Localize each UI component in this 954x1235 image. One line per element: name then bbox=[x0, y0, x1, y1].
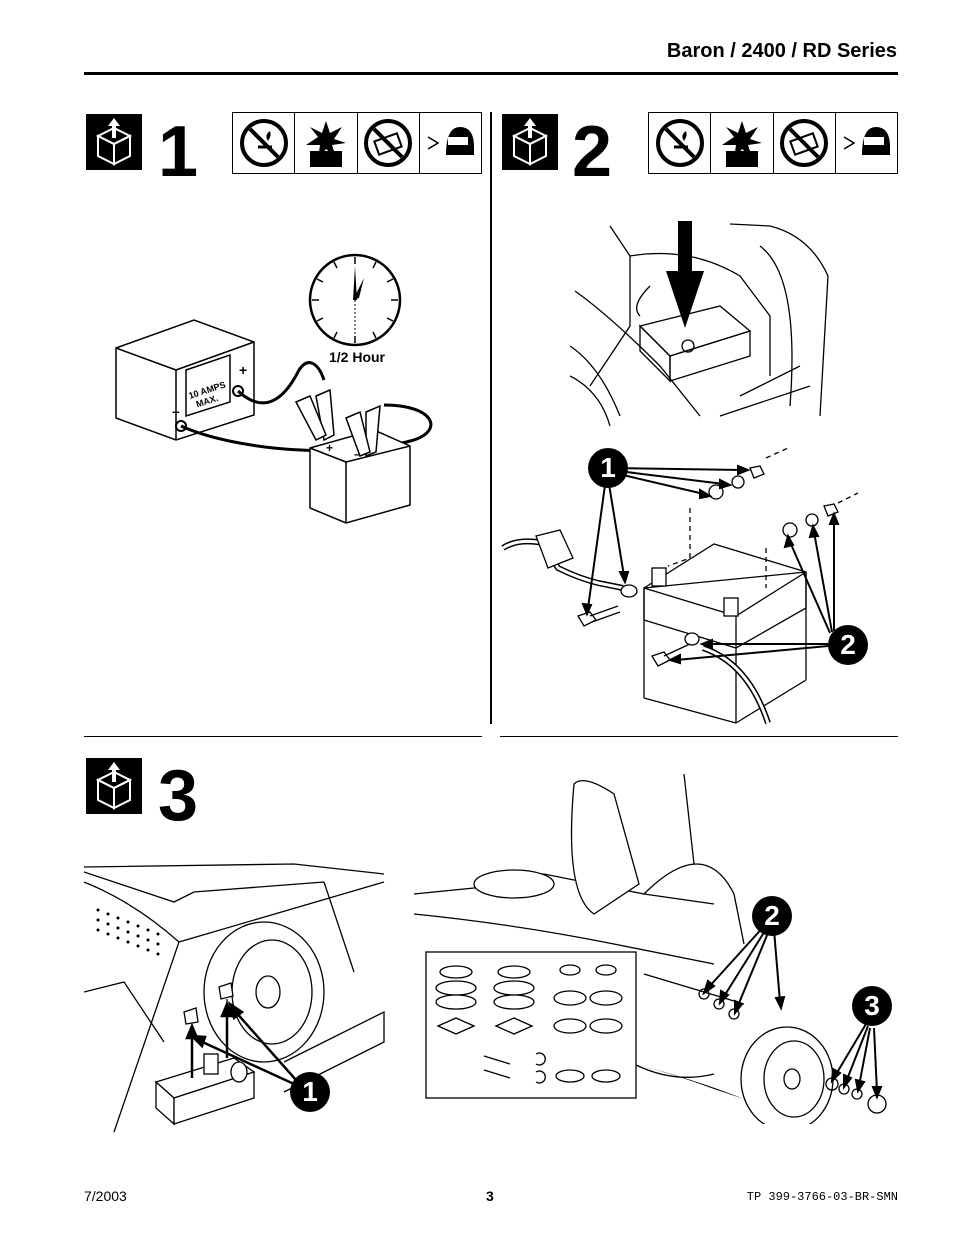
clock-icon bbox=[308, 253, 402, 347]
battery-hardware-exploded-view bbox=[501, 448, 859, 724]
charger-minus-label: – bbox=[172, 403, 180, 419]
battery-charging-illustration: 1/2 Hour 10 AMPS MAX. + – + – bbox=[115, 253, 433, 524]
step-3-callout-2: 2 bbox=[752, 896, 792, 936]
series-title: Baron / 2400 / RD Series bbox=[666, 40, 897, 62]
eye-protection-icon bbox=[836, 113, 897, 173]
step-2-callout-1: 1 bbox=[588, 448, 628, 488]
header-rule bbox=[84, 72, 898, 75]
page-number: 3 bbox=[486, 1188, 494, 1204]
no-flame-icon bbox=[649, 113, 712, 173]
no-tipping-battery-icon bbox=[358, 113, 420, 173]
horizontal-divider-left bbox=[84, 736, 482, 737]
tractor-wheel-installation-illustration bbox=[414, 774, 887, 1124]
charger-plus-label: + bbox=[239, 362, 247, 378]
horizontal-divider-right bbox=[500, 736, 898, 737]
wheel-mount-closeup bbox=[84, 863, 385, 1133]
explosion-icon bbox=[711, 113, 774, 173]
battery: + – bbox=[309, 429, 411, 524]
battery-charger: 10 AMPS MAX. + – bbox=[115, 319, 255, 441]
battery-location-illustration bbox=[570, 221, 829, 427]
positive-cable bbox=[236, 361, 326, 405]
footer-date: 7/2003 bbox=[84, 1188, 127, 1204]
step-2-number: 2 bbox=[572, 112, 613, 192]
step-1-number: 1 bbox=[158, 112, 199, 192]
step-2-callout-2: 2 bbox=[828, 625, 868, 665]
unpack-box-icon bbox=[86, 114, 142, 170]
eye-protection-icon bbox=[420, 113, 481, 173]
timer-label: 1/2 Hour bbox=[329, 349, 386, 365]
document-code: TP 399-3766-03-BR-SMN bbox=[746, 1190, 898, 1204]
step-1-safety-icons bbox=[232, 112, 482, 174]
unpack-box-icon bbox=[502, 114, 558, 170]
no-tipping-battery-icon bbox=[774, 113, 836, 173]
battery-minus-label: – bbox=[354, 447, 361, 461]
clamps bbox=[294, 388, 381, 458]
step-3-callout-1: 1 bbox=[290, 1072, 330, 1112]
unpack-box-icon bbox=[86, 758, 142, 814]
explosion-icon bbox=[295, 113, 358, 173]
hardware-kit-parts bbox=[435, 964, 623, 1084]
battery-plus-label: + bbox=[326, 441, 333, 455]
down-arrow-icon bbox=[666, 271, 704, 328]
down-arrow-shaft bbox=[678, 221, 692, 276]
vertical-divider bbox=[490, 112, 492, 724]
step-3-number: 3 bbox=[158, 756, 199, 836]
step-2-safety-icons bbox=[648, 112, 898, 174]
step-3-callout-3: 3 bbox=[852, 986, 892, 1026]
no-flame-icon bbox=[233, 113, 296, 173]
